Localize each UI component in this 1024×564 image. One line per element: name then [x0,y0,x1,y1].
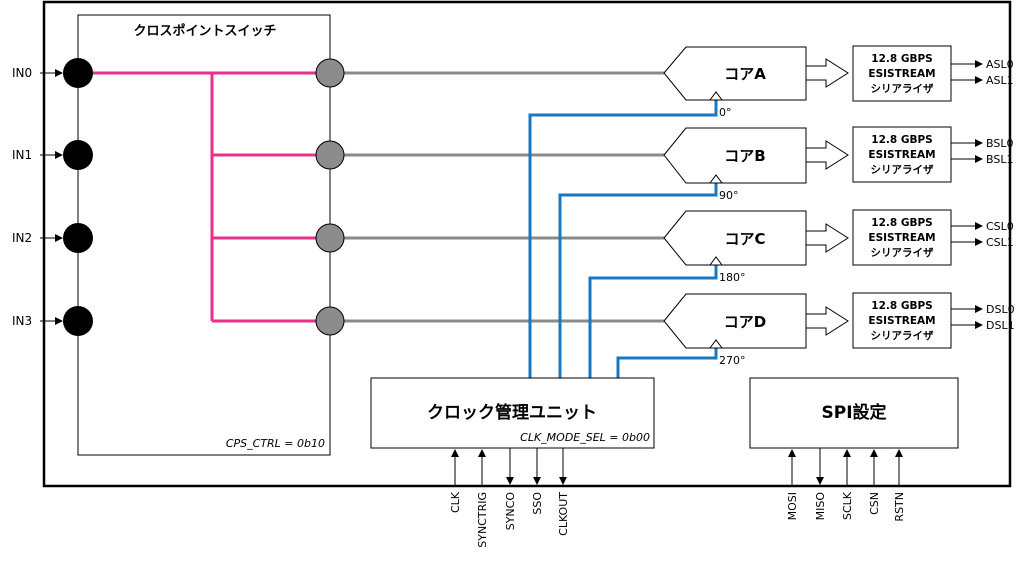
core-c: コアC 180° 12.8 GBPS ESISTREAM シリアライザ CSL0… [663,209,1014,284]
serial-arrow [805,306,849,336]
output-label: ASL0 [986,58,1014,71]
serializer-line1: 12.8 GBPS [871,134,932,146]
core-phase: 180° [719,271,746,284]
core-label: コアA [724,65,766,83]
output-nodes [315,58,345,336]
serial-arrow [805,140,849,170]
serializer-line1: 12.8 GBPS [871,300,932,312]
output-node [315,58,345,88]
core-b: コアB 90° 12.8 GBPS ESISTREAM シリアライザ BSL0 … [663,126,1013,202]
input-label-2: IN2 [12,231,32,245]
spi-pin-labels: MOSI MISO SCLK CSN RSTN [786,491,906,521]
core-d: コアD 270° 12.8 GBPS ESISTREAM シリアライザ DSL0… [663,292,1015,367]
serializer-line2: ESISTREAM [868,68,935,80]
input-node [63,58,93,88]
serializer-box [852,292,952,349]
output-label: BSL1 [986,153,1013,166]
core-label: コアD [724,313,766,331]
output-label: ASL1 [986,74,1014,87]
pin-label-sclk: SCLK [841,491,854,520]
serializer-line3: シリアライザ [871,83,934,95]
output-label: BSL0 [986,137,1013,150]
serializer-line2: ESISTREAM [868,315,935,327]
core-phase: 270° [719,354,746,367]
crosspoint-title: クロスポイントスイッチ [133,23,276,39]
inputs: IN0 IN1 IN2 IN3 [12,66,63,328]
output-label: CSL1 [986,236,1014,249]
output-label: DSL1 [986,319,1015,332]
clock-unit-title: クロック管理ユニット [427,402,597,423]
crosspoint-ctrl: CPS_CTRL = 0b10 [226,437,325,450]
serializer-line2: ESISTREAM [868,149,935,161]
crosspoint-switch-box [77,14,331,456]
crosspoint-routing [78,71,316,323]
output-node [315,306,345,336]
serial-arrow [805,223,849,253]
pin-label-clk: CLK [449,491,462,513]
input-label-3: IN3 [12,314,32,328]
core-phase: 0° [719,106,732,119]
serializer-line2: ESISTREAM [868,232,935,244]
output-node [315,140,345,170]
core-feed-lines [330,71,664,323]
core-label: コアC [724,230,765,248]
serializer-box [852,209,952,266]
serializer-line3: シリアライザ [871,330,934,342]
serializer-line3: シリアライザ [871,164,934,176]
clock-unit-mode: CLK_MODE_SEL = 0b00 [520,431,650,444]
spi-pin-lines [788,448,903,486]
serializer-line3: シリアライザ [871,247,934,259]
input-label-0: IN0 [12,66,32,80]
output-label: CSL0 [986,220,1014,233]
pin-label-synctrig: SYNCTRIG [476,492,489,548]
clock-input-triangle [709,256,723,266]
serializer-box [852,126,952,183]
spi-title: SPI設定 [821,402,886,423]
core-a: コアA 0° 12.8 GBPS ESISTREAM シリアライザ ASL0 A… [663,45,1014,119]
input-node [63,140,93,170]
input-node [63,223,93,253]
output-label: DSL0 [986,303,1015,316]
clock-phase-lines [528,100,718,378]
serial-arrow [805,58,849,88]
pin-label-mosi: MOSI [786,492,799,520]
output-node [315,223,345,253]
pin-label-synco: SYNCO [504,492,517,531]
serializer-line1: 12.8 GBPS [871,217,932,229]
core-label: コアB [724,147,765,165]
pin-label-miso: MISO [814,492,827,521]
clock-pin-lines [451,448,567,486]
clock-input-triangle [709,174,723,184]
core-phase: 90° [719,189,739,202]
pin-label-rstn: RSTN [893,492,906,522]
clock-input-triangle [709,91,723,101]
pin-label-sso: SSO [531,492,544,515]
pin-label-clkout: CLKOUT [557,492,570,536]
input-label-1: IN1 [12,148,32,162]
serializer-box [852,45,952,102]
spi-box [749,377,959,449]
clock-pin-labels: CLK SYNCTRIG SYNCO SSO CLKOUT [449,491,570,548]
clock-input-triangle [709,339,723,349]
clock-unit-box [370,377,655,449]
input-nodes [63,58,93,336]
pin-label-csn: CSN [868,492,881,515]
chip-border [42,0,1012,488]
input-node [63,306,93,336]
serializer-line1: 12.8 GBPS [871,53,932,65]
